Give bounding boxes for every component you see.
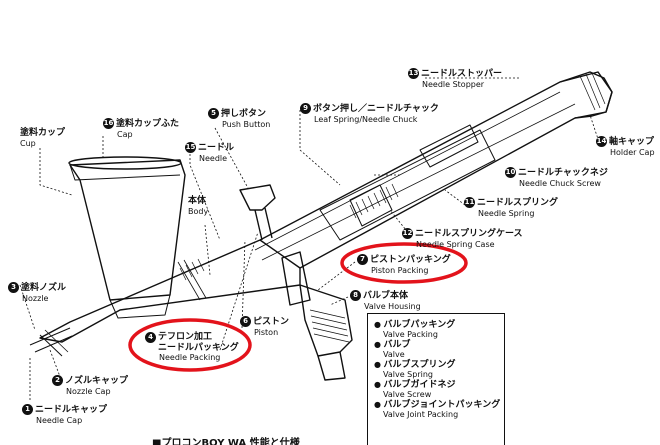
cup-outline [69,159,186,301]
push-button-outline [239,184,276,211]
label-cup: 塗料カップ Cup [20,128,66,148]
highlight-needle-packing [128,318,252,372]
spec-title: ■プロコンBOY WA 性能と仕様 [152,438,300,445]
label-body: 本体 Body [188,196,209,216]
valve-housing-outline [299,284,353,357]
highlight-piston-packing [340,242,468,284]
